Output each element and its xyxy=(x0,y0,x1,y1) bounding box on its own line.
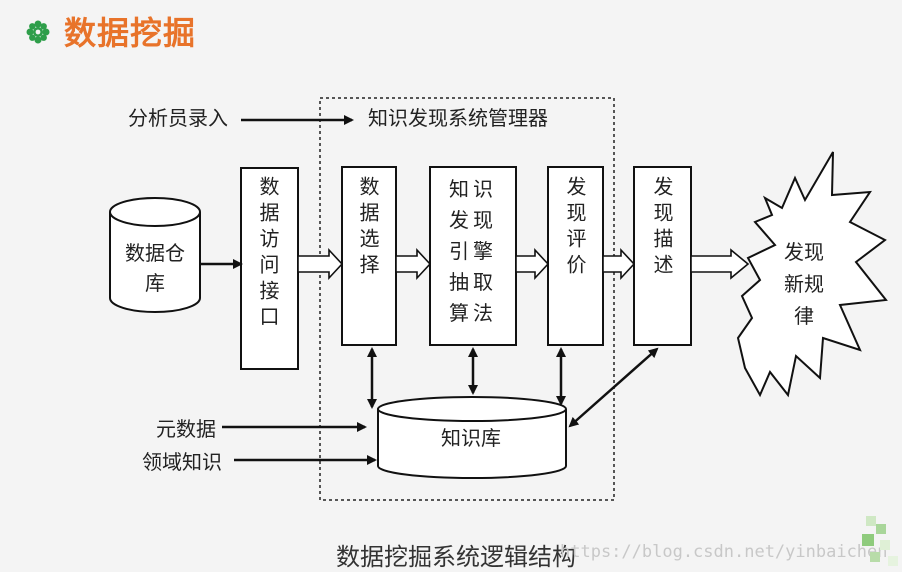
access-interface-label: 数据访问接口 xyxy=(256,176,280,332)
evaluation-label: 发现评价 xyxy=(563,176,587,280)
manager-label: 知识发现系统管理器 xyxy=(368,106,548,130)
diagram-caption: 数据挖掘系统逻辑结构 xyxy=(336,543,576,571)
analyst-input-label: 分析员录入 xyxy=(128,106,228,130)
block-arrow-2 xyxy=(395,247,432,281)
block-arrow-5 xyxy=(690,248,750,280)
mining-engine-label: 知识发现引擎抽取算法 xyxy=(449,177,497,325)
flower-bullet-icon xyxy=(26,20,50,44)
evaluation-box xyxy=(547,166,604,346)
new-rules-label: 发现新规律 xyxy=(784,240,824,328)
domain-knowledge-label: 领域知识 xyxy=(142,450,222,474)
warehouse-cylinder xyxy=(109,197,201,313)
watermark-url: https://blog.csdn.net/yinbaichen xyxy=(560,542,888,562)
data-selection-label: 数据选择 xyxy=(356,176,380,280)
block-arrow-3 xyxy=(515,247,550,281)
knowledge-base-label: 知识库 xyxy=(441,426,501,450)
slide-title: 数据挖掘 xyxy=(64,14,197,52)
data-selection-box xyxy=(341,166,397,346)
new-rules-burst xyxy=(736,151,888,398)
metadata-label: 元数据 xyxy=(156,417,216,441)
block-arrow-1 xyxy=(297,247,344,281)
description-label: 发现描述 xyxy=(650,176,674,280)
manager-frame xyxy=(319,97,615,501)
description-kb-arrow xyxy=(568,347,659,428)
block-arrow-4 xyxy=(602,247,636,281)
pixel-corner-decoration xyxy=(862,516,898,566)
warehouse-label: 数据仓库 xyxy=(125,241,185,295)
knowledge-base-cylinder xyxy=(377,396,567,479)
